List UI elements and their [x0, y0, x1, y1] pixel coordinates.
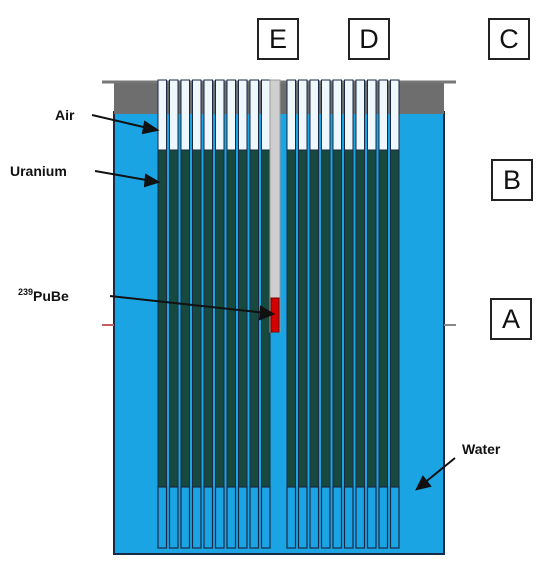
fuel-rod-right-8-uranium	[367, 149, 377, 488]
fuel-rod-left-9-air	[249, 79, 259, 151]
fuel-rod-left-4-uranium	[192, 149, 202, 488]
fuel-rod-right-5-uranium	[332, 149, 342, 488]
fuel-rod-left-4-air	[192, 79, 202, 151]
region-label-d: D	[348, 18, 390, 60]
water-label: Water	[462, 441, 501, 457]
air-label: Air	[55, 107, 75, 123]
fuel-rod-right-1-base	[286, 486, 297, 549]
uranium-arrow	[94, 170, 153, 182]
fuel-rod-right-5-base	[332, 486, 343, 549]
fuel-rod-right-6-base	[343, 486, 354, 549]
air-arrow	[91, 114, 153, 130]
fuel-rod-right-1-uranium	[286, 149, 296, 488]
fuel-rod-left-10-base	[260, 486, 271, 549]
uranium-arrow-head	[143, 173, 161, 188]
fuel-rod-left-8-base	[237, 486, 248, 549]
fuel-rod-left-5-base	[203, 486, 214, 549]
fuel-rod-left-5-uranium	[203, 149, 213, 488]
fuel-rod-right-7-uranium	[355, 149, 365, 488]
source-name: PuBe	[33, 288, 69, 304]
air-arrow-head	[141, 120, 160, 135]
fuel-rod-left-6-air	[215, 79, 225, 151]
fuel-rod-left-1-uranium	[157, 149, 167, 488]
fuel-rod-right-1-air	[286, 79, 296, 151]
fuel-rod-left-4-base	[191, 486, 202, 549]
fuel-rod-right-3-base	[309, 486, 320, 549]
fuel-rod-left-2-uranium	[169, 149, 179, 488]
fuel-rod-left-2-air	[169, 79, 179, 151]
region-label-e: E	[257, 18, 299, 60]
fuel-rod-left-6-base	[214, 486, 225, 549]
fuel-rod-left-7-uranium	[226, 149, 236, 488]
fuel-rod-right-4-air	[321, 79, 331, 151]
fuel-rod-left-2-base	[168, 486, 179, 549]
fuel-rod-right-7-air	[355, 79, 365, 151]
fuel-rod-right-6-uranium	[344, 149, 354, 488]
fuel-rod-right-9-air	[378, 79, 388, 151]
water-arrow-head	[415, 475, 432, 491]
fuel-rod-right-7-base	[355, 486, 366, 549]
fuel-rod-right-2-base	[297, 486, 308, 549]
fuel-rod-right-6-air	[344, 79, 354, 151]
fuel-rod-right-10-uranium	[390, 149, 400, 488]
fuel-rod-left-7-base	[226, 486, 237, 549]
fuel-rod-left-9-uranium	[249, 149, 259, 488]
fuel-rod-right-3-air	[309, 79, 319, 151]
fuel-rod-left-3-base	[180, 486, 191, 549]
fuel-rod-left-8-uranium	[238, 149, 248, 488]
fuel-rod-left-7-air	[226, 79, 236, 151]
fuel-rod-right-5-air	[332, 79, 342, 151]
source-mass-number: 239	[18, 287, 34, 297]
fuel-rod-left-10-air	[261, 79, 271, 151]
fuel-rod-right-10-air	[390, 79, 400, 151]
fuel-rod-right-4-base	[320, 486, 331, 549]
fuel-rod-right-9-uranium	[378, 149, 388, 488]
fuel-rod-left-1-base	[157, 486, 168, 549]
fuel-rod-right-4-uranium	[321, 149, 331, 488]
fuel-rod-right-3-uranium	[309, 149, 319, 488]
fuel-rod-right-8-base	[366, 486, 377, 549]
fuel-rod-left-6-uranium	[215, 149, 225, 488]
fuel-rod-right-2-air	[298, 79, 308, 151]
fuel-rod-left-1-air	[157, 79, 167, 151]
fuel-rod-left-5-air	[203, 79, 213, 151]
source-arrow	[109, 295, 267, 314]
region-label-b: B	[491, 159, 533, 201]
uranium-label: Uranium	[10, 163, 67, 179]
fuel-rod-right-8-air	[367, 79, 377, 151]
water-arrow	[422, 457, 456, 485]
fuel-rod-right-2-uranium	[298, 149, 308, 488]
fuel-rod-left-3-uranium	[180, 149, 190, 488]
fuel-rod-left-3-air	[180, 79, 190, 151]
region-label-c: C	[488, 18, 530, 60]
source-label: 239PuBe	[18, 287, 69, 305]
fuel-rod-left-9-base	[249, 486, 260, 549]
fuel-rod-left-8-air	[238, 79, 248, 151]
fuel-rod-right-10-base	[389, 486, 400, 549]
source-arrow-head	[258, 305, 276, 321]
region-label-a: A	[490, 298, 532, 340]
fuel-rod-right-9-base	[378, 486, 389, 549]
fuel-rods	[157, 79, 400, 549]
guide-tube	[269, 79, 281, 333]
